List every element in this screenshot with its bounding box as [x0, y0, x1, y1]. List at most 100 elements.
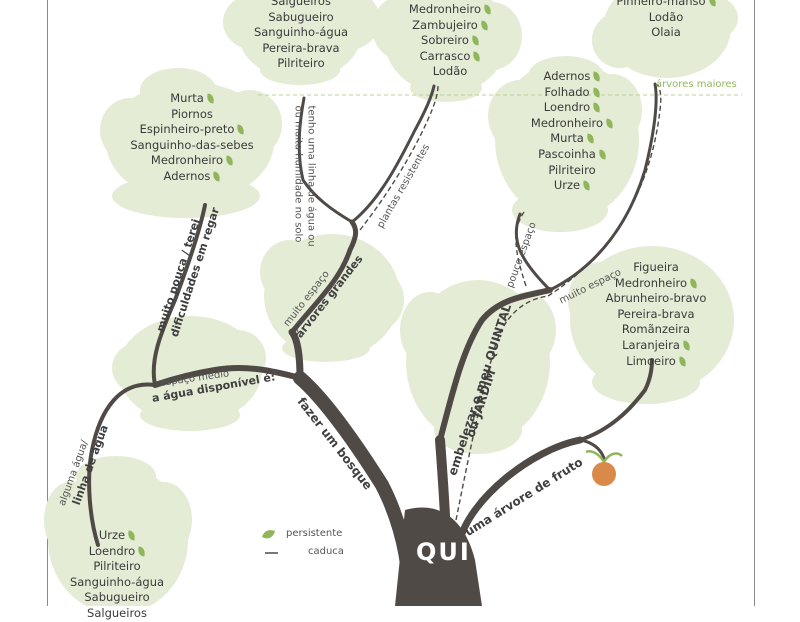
species-item: Romãnzeira: [592, 322, 720, 338]
species-item: Figueira: [592, 260, 720, 276]
label-linha-agua: tenho uma linha de água ou: [305, 105, 317, 247]
species-item: Piornos: [118, 107, 266, 123]
species-name: Abrunheiro-bravo: [605, 291, 707, 306]
species-item: Pilriteiro: [62, 559, 172, 575]
species-item: Lodão: [396, 64, 504, 80]
species-item: Pilriteiro: [516, 163, 628, 179]
species-name: Salgueiros: [87, 605, 147, 620]
persistent-leaf-icon: [586, 133, 595, 144]
species-name: Murta: [550, 131, 584, 146]
species-item: Medronheiro: [118, 153, 266, 169]
legend-persistente: persistente: [286, 528, 343, 539]
persistent-leaf-icon: [212, 171, 222, 182]
persistent-leaf-icon: [483, 4, 492, 15]
species-item: Loendro: [62, 544, 172, 560]
species-name: Romãnzeira: [621, 322, 691, 337]
persistent-leaf-icon: [592, 102, 601, 113]
species-item: Medronheiro: [396, 2, 504, 18]
species-item: Olaia: [610, 25, 722, 41]
species-name: Zambujeiro: [412, 17, 478, 32]
fruit-orange: [592, 462, 616, 486]
species-item: Sobreiro: [396, 33, 504, 49]
frame-line-left: [47, 0, 48, 606]
species-item: Murta: [516, 131, 628, 147]
species-name: Adernos: [163, 168, 211, 183]
species-item: Lodão: [610, 10, 722, 26]
species-item: Sanguinho-água: [245, 25, 357, 41]
species-item: Medronheiro: [592, 276, 720, 292]
species-name: Loendro: [543, 100, 591, 115]
species-item: Pilriteiro: [245, 56, 357, 72]
species-item: Zambujeiro: [396, 18, 504, 34]
trunk-title: QUI: [416, 538, 471, 566]
species-name: Urze: [553, 178, 581, 193]
persistent-leaf-icon: [225, 155, 234, 166]
species-item: Sanguinho-água: [62, 575, 172, 591]
species-name: Pinheiro-manso: [616, 0, 706, 8]
species-item: Sabugueiro: [62, 590, 172, 606]
species-item: Salgueiros: [245, 0, 357, 10]
canopy-group: [44, 0, 738, 606]
persistent-leaf-icon: [689, 278, 698, 289]
species-name: Pereira-brava: [262, 40, 340, 55]
species-name: Urze: [98, 528, 126, 542]
species-item: Salgueiros: [62, 606, 172, 622]
legend-caduca: caduca: [308, 546, 344, 557]
species-item: Pereira-brava: [245, 41, 357, 57]
species-item: Murta: [118, 91, 266, 107]
persistent-leaf-icon: [137, 546, 146, 557]
species-item: Sabugueiro: [245, 10, 357, 26]
species-name: Pilriteiro: [93, 559, 141, 574]
species-name: Salgueiros: [271, 0, 331, 8]
dashed-paths: [359, 83, 662, 521]
species-item: Laranjeira: [592, 338, 720, 354]
species-name: Pereira-brava: [617, 306, 695, 321]
species-item: Folhado: [516, 85, 628, 101]
persistent-leaf-icon: [480, 20, 489, 31]
species-item: Adernos: [118, 169, 266, 185]
tree-illustration: [44, 0, 742, 606]
species-name: Medronheiro: [150, 153, 224, 168]
persistent-leaf-icon: [682, 340, 691, 351]
species-item: Limoeiro: [592, 354, 720, 370]
species-item: Espinheiro-preto: [118, 122, 266, 138]
persistent-leaf-icon: [605, 118, 614, 129]
persistent-leaf-icon: [471, 35, 480, 46]
species-name: Sanguinho-água: [69, 574, 165, 589]
species-item: Pinheiro-manso: [610, 0, 722, 10]
species-name: Lodão: [648, 9, 684, 24]
species-item: Medronheiro: [516, 116, 628, 132]
persistent-leaf-icon: [582, 180, 591, 191]
species-name: Folhado: [544, 84, 590, 99]
species-name: Espinheiro-preto: [139, 122, 235, 137]
persistent-leaf-icon: [127, 530, 136, 541]
species-item: Sanguinho-das-sebes: [118, 138, 266, 154]
species-name: Loendro: [88, 543, 136, 558]
species-item: Carrasco: [396, 49, 504, 65]
species-name: Olaia: [651, 25, 681, 40]
species-name: Carrasco: [419, 48, 471, 63]
fruit-leaves: [585, 450, 623, 463]
frame-line-right: [754, 0, 755, 606]
persistent-leaf-icon: [236, 124, 246, 135]
species-name: Sanguinho-água: [253, 25, 349, 40]
species-name: Adernos: [543, 69, 591, 83]
persistent-leaf-icon: [472, 51, 481, 62]
species-item: Pereira-brava: [592, 307, 720, 323]
species-name: Medronheiro: [614, 275, 688, 290]
species-name: Piornos: [171, 106, 213, 121]
species-name: Medronheiro: [530, 115, 604, 130]
hint-arvores-maiores: árvores maiores: [656, 79, 737, 90]
species-item: Abrunheiro-bravo: [592, 291, 720, 307]
legend-leaf-icon: [262, 530, 275, 539]
species-name: Limoeiro: [626, 353, 676, 368]
species-name: Lodão: [432, 64, 468, 79]
persistent-leaf-icon: [592, 71, 602, 82]
